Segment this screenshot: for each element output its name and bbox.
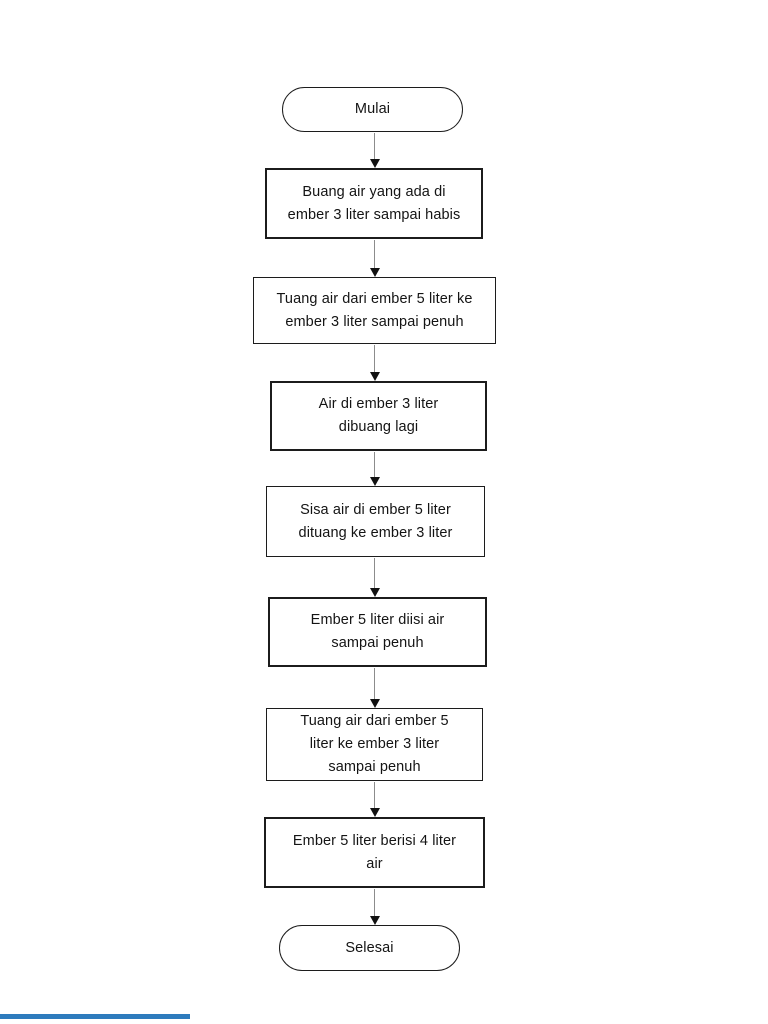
node-label-start: Mulai (354, 101, 391, 117)
flow-arrow (368, 782, 381, 817)
arrow-head-icon (369, 808, 380, 817)
arrow-head-icon (369, 159, 380, 168)
arrow-stem (373, 558, 376, 588)
flowchart-node-end: Selesai (279, 925, 460, 971)
flow-arrow (368, 133, 381, 168)
node-label-step-2: Tuang air dari ember 5 liter ke ember 3 … (276, 290, 473, 330)
flowchart-node-step-7: Ember 5 liter berisi 4 liter air (264, 817, 485, 888)
flow-arrow (368, 668, 381, 708)
node-label-step-7: Ember 5 liter berisi 4 liter air (292, 832, 457, 872)
arrow-stem (373, 133, 376, 159)
arrow-head-icon (369, 699, 380, 708)
arrow-head-icon (369, 916, 380, 925)
flow-arrow (368, 240, 381, 277)
next-page-edge-indicator (0, 1014, 190, 1019)
arrow-stem (373, 345, 376, 372)
arrow-stem (373, 782, 376, 808)
flowchart-node-step-6: Tuang air dari ember 5 liter ke ember 3 … (266, 708, 483, 781)
arrow-stem (373, 452, 376, 477)
flow-arrow (368, 889, 381, 925)
flowchart-node-step-4: Sisa air di ember 5 liter dituang ke emb… (266, 486, 485, 557)
flowchart-node-step-2: Tuang air dari ember 5 liter ke ember 3 … (253, 277, 496, 344)
arrow-head-icon (369, 268, 380, 277)
arrow-stem (373, 889, 376, 916)
node-label-step-3: Air di ember 3 liter dibuang lagi (318, 396, 439, 435)
flow-arrow (368, 452, 381, 486)
flowchart-node-start: Mulai (282, 87, 463, 132)
flowchart-node-step-1: Buang air yang ada di ember 3 liter samp… (265, 168, 483, 239)
arrow-head-icon (369, 588, 380, 597)
node-label-step-4: Sisa air di ember 5 liter dituang ke emb… (298, 501, 453, 541)
node-label-step-1: Buang air yang ada di ember 3 liter samp… (287, 183, 461, 223)
flow-arrow (368, 345, 381, 381)
node-label-step-6: Tuang air dari ember 5 liter ke ember 3 … (300, 713, 449, 775)
node-label-step-5: Ember 5 liter diisi air sampai penuh (310, 612, 445, 651)
arrow-head-icon (369, 372, 380, 381)
arrow-head-icon (369, 477, 380, 486)
arrow-stem (373, 668, 376, 699)
node-label-end: Selesai (345, 939, 394, 956)
flow-arrow (368, 558, 381, 597)
flowchart-node-step-3: Air di ember 3 liter dibuang lagi (270, 381, 487, 451)
arrow-stem (373, 240, 376, 268)
flowchart-node-step-5: Ember 5 liter diisi air sampai penuh (268, 597, 487, 667)
